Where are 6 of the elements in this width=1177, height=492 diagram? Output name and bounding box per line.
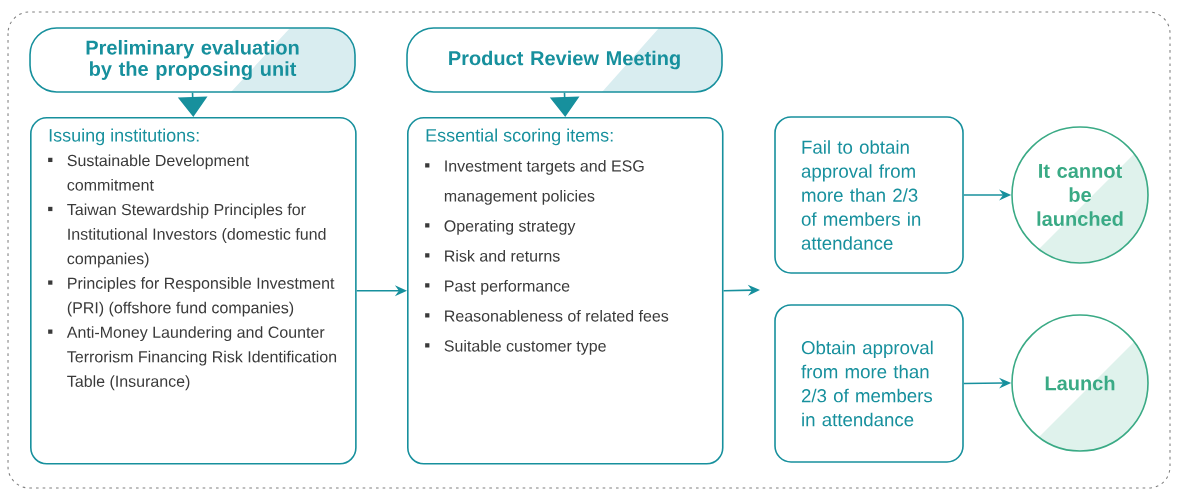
list-box: Issuing institutions: Sustainable Development commitment Taiwan Stewardship Principles for Institutional Investors (domestic fund companies) Principles for Responsible Investment (PRI) (offshore fund companies) Anti-Money Laundering and Counter Terrorism Financing Risk Identification Table (Insurance) [30,117,357,465]
outcome-box: Fail to obtain approval from more than 2/3 of members in attendance [774,116,964,274]
outcome-box: Obtain approval from more than 2/3 of members in attendance [774,304,964,463]
header-pill: Product Review Meeting [406,27,723,93]
list-box: Essential scoring items: Investment targets and ESG management policies Operating strategy Risk and returns Past performance Reasonableness of related fees Suitable customer type [407,117,724,465]
header-pill: Preliminary evaluation by the proposing unit [29,27,356,93]
